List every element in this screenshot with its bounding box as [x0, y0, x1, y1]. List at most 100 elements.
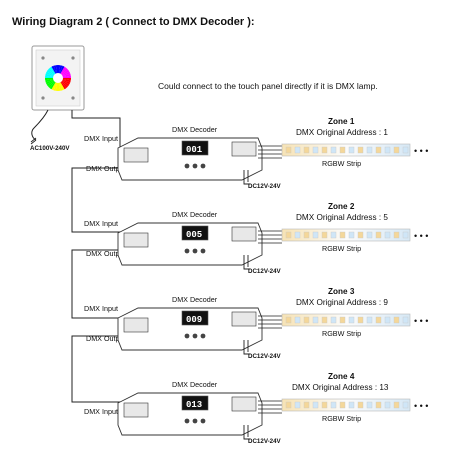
led-chip [312, 401, 319, 409]
strip-label: RGBW Strip [322, 414, 361, 423]
output-wires [258, 315, 282, 329]
zone-address: DMX Original Address : 13 [292, 383, 389, 392]
panel-power-label: AC100V-240V [30, 145, 70, 152]
led-chip [384, 231, 391, 239]
led-chip [330, 401, 337, 409]
rgbw-led-strip [281, 228, 411, 242]
strip-label: RGBW Strip [322, 244, 361, 253]
led-chip [348, 231, 355, 239]
led-chip [285, 316, 292, 324]
led-chip [339, 401, 346, 409]
decoder-label: DMX Decoder [172, 380, 218, 389]
led-chip [303, 401, 310, 409]
zone-1-group: DMX Input DMX Output DMX Decoder 001 DC1… [84, 117, 428, 190]
zone-4-group: DMX Input DMX Decoder 013 DC12V-24V • • … [84, 372, 428, 445]
led-chip [393, 316, 400, 324]
led-chip [357, 316, 364, 324]
zone-title: Zone 2 [328, 202, 355, 211]
led-chip [393, 146, 400, 154]
dmx-output-label: DMX Output [86, 334, 126, 343]
led-chip [402, 316, 409, 324]
zone-title: Zone 3 [328, 287, 355, 296]
dmx-input-label: DMX Input [84, 219, 118, 228]
address-display: 009 [186, 315, 202, 325]
led-chip [384, 146, 391, 154]
led-chip [330, 146, 337, 154]
zone-address: DMX Original Address : 5 [296, 213, 388, 222]
decoder-label: DMX Decoder [172, 125, 218, 134]
led-chip [303, 231, 310, 239]
led-chip [339, 316, 346, 324]
decoder-label: DMX Decoder [172, 210, 218, 219]
decoder-label: DMX Decoder [172, 295, 218, 304]
led-chip [312, 316, 319, 324]
led-chip [393, 401, 400, 409]
output-wires [258, 145, 282, 159]
dmx-decoder: 001 [117, 137, 263, 181]
rgbw-led-strip [281, 398, 411, 412]
led-chip [285, 231, 292, 239]
decoder-power-label: DC12V-24V [248, 438, 282, 445]
touch-panel [31, 45, 85, 111]
zone-2-group: DMX Input DMX Output DMX Decoder 005 DC1… [84, 202, 428, 275]
strip-continuation: • • • [414, 401, 428, 411]
panel-power-cable [30, 109, 49, 145]
address-display: 001 [186, 145, 203, 155]
diagram-title: Wiring Diagram 2 ( Connect to DMX Decode… [12, 16, 255, 28]
led-chip [312, 146, 319, 154]
led-chip [366, 401, 373, 409]
rgbw-led-strip [281, 313, 411, 327]
power-input-wires [243, 425, 250, 440]
zone-address: DMX Original Address : 1 [296, 128, 388, 137]
led-chip [294, 316, 301, 324]
led-chip [321, 231, 328, 239]
zone-3-group: DMX Input DMX Output DMX Decoder 009 DC1… [84, 287, 428, 360]
led-chip [294, 231, 301, 239]
dmx-input-label: DMX Input [84, 304, 118, 313]
decoder-power-label: DC12V-24V [248, 183, 282, 190]
strip-label: RGBW Strip [322, 159, 361, 168]
strip-continuation: • • • [414, 316, 428, 326]
decoder-power-label: DC12V-24V [248, 268, 282, 275]
led-chip [348, 401, 355, 409]
led-chip [366, 231, 373, 239]
led-chip [339, 146, 346, 154]
led-chip [294, 146, 301, 154]
led-chip [366, 316, 373, 324]
led-chip [303, 316, 310, 324]
led-chip [321, 401, 328, 409]
zone-title: Zone 1 [328, 117, 355, 126]
led-chip [357, 146, 364, 154]
led-chip [294, 401, 301, 409]
led-chip [330, 316, 337, 324]
led-chip [402, 231, 409, 239]
led-chip [348, 146, 355, 154]
dmx-output-label: DMX Output [86, 249, 126, 258]
led-chip [357, 401, 364, 409]
zone-address: DMX Original Address : 9 [296, 298, 388, 307]
led-chip [357, 231, 364, 239]
zone-title: Zone 4 [328, 372, 355, 381]
led-chip [330, 231, 337, 239]
led-chip [285, 401, 292, 409]
led-chip [375, 401, 382, 409]
power-input-wires [243, 170, 250, 185]
strip-continuation: • • • [414, 231, 428, 241]
dmx-input-label: DMX Input [84, 134, 118, 143]
dmx-output-label: DMX Output [86, 164, 126, 173]
dmx-decoder: 013 [117, 392, 263, 436]
led-chip [393, 231, 400, 239]
led-chip [339, 231, 346, 239]
led-chip [375, 231, 382, 239]
led-chip [384, 401, 391, 409]
led-chip [312, 231, 319, 239]
led-chip [384, 316, 391, 324]
dmx-input-label: DMX Input [84, 407, 118, 416]
led-chip [402, 146, 409, 154]
dmx-lamp-note: Could connect to the touch panel directl… [158, 81, 378, 91]
rgbw-led-strip [281, 143, 411, 157]
led-chip [375, 316, 382, 324]
dmx-chain-wires [71, 110, 121, 403]
power-input-wires [243, 255, 250, 270]
